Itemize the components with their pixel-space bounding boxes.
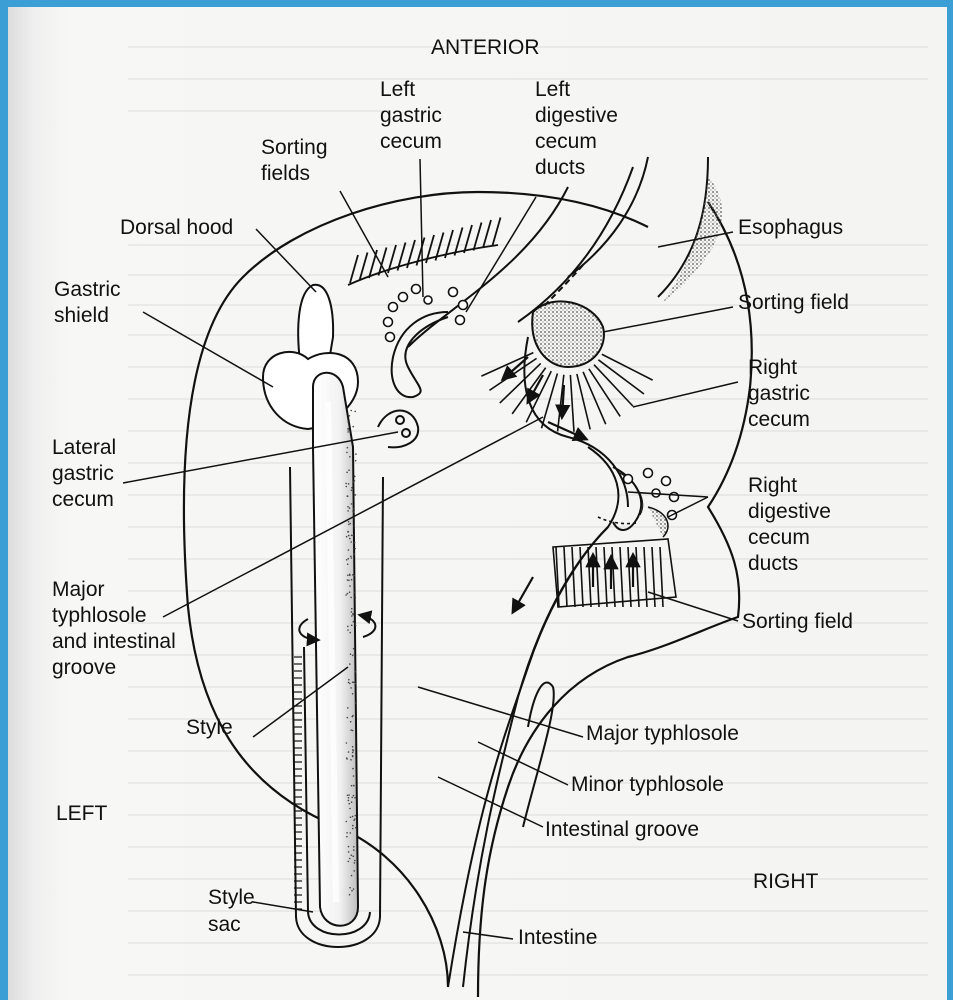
style-sac-label: Style sac [208, 884, 255, 938]
left-gastric-cecum-label: Left gastric cecum [380, 77, 442, 155]
gastric-shield-label: Gastric shield [54, 277, 121, 329]
style-label: Style [186, 715, 233, 740]
intestine-label: Intestine [518, 925, 597, 950]
intestine-tubes [448, 337, 628, 987]
left-orientation-label: LEFT [56, 801, 107, 826]
sorting-field-top-label: Sorting field [738, 290, 849, 315]
dorsal-hood-label: Dorsal hood [120, 215, 233, 240]
left-gastric-cecum-shape [392, 312, 448, 397]
scanned-page: ANTERIOR Left gastric cecum Left digesti… [8, 7, 947, 1000]
right-orientation-label: RIGHT [753, 869, 818, 894]
left-digestive-cecum-ducts-label: Left digestive cecum ducts [535, 77, 618, 181]
sorting-field-bottom-label: Sorting field [742, 609, 853, 634]
lateral-gastric-cecum-label: Lateral gastric cecum [52, 435, 116, 513]
right-gastric-cecum-label: Right gastric cecum [748, 355, 810, 433]
esophagus-label: Esophagus [738, 215, 843, 240]
frame-border-top [0, 0, 953, 7]
major-typhlosole-label: Major typhlosole [586, 721, 739, 746]
minor-typhlosole-label: Minor typhlosole [571, 772, 724, 797]
frame-border-right [947, 0, 953, 1000]
sorting-fields-label: Sorting fields [261, 135, 328, 187]
lateral-gastric-cecum-shape [378, 411, 418, 448]
intestinal-groove-label: Intestinal groove [545, 817, 699, 842]
sorting-field-fan-top [481, 301, 652, 439]
sorting-field-comb-bottom [513, 539, 676, 612]
right-digestive-cecum-ducts-label: Right digestive cecum ducts [748, 473, 831, 577]
left-cecum-duct-dots [384, 285, 468, 342]
anterior-label: ANTERIOR [431, 35, 540, 60]
major-typhlosole-and-groove-label: Major typhlosole and intestinal groove [52, 577, 176, 681]
frame-border-left [0, 0, 8, 1000]
